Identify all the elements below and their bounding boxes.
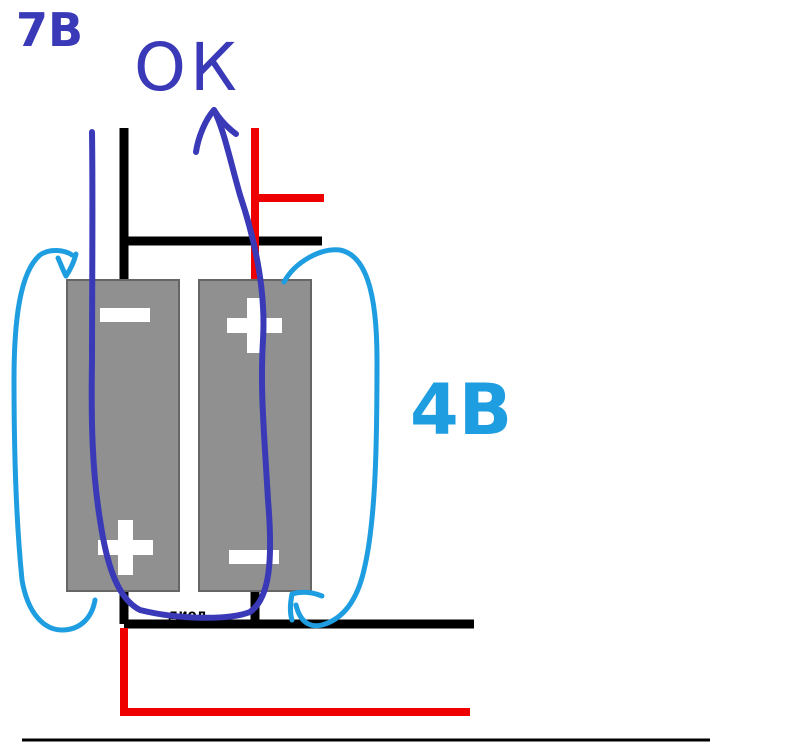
light-blue-ink	[11, 247, 380, 633]
right-voltage-label: 4В	[410, 369, 512, 451]
left-loop-arrow	[55, 251, 79, 279]
battery-right	[198, 279, 312, 592]
dark-blue-ink	[88, 107, 274, 621]
battery-left-plus-v	[118, 520, 133, 575]
battery-left	[66, 279, 180, 592]
battery-right-minus-sign	[229, 550, 279, 564]
right-loop	[281, 247, 380, 629]
top-result-label: ОК	[134, 29, 241, 106]
battery-left-minus-sign	[100, 308, 150, 322]
right-loop-arrow	[288, 589, 325, 623]
left-voltage-label: 7В	[16, 3, 83, 57]
left-loop	[11, 248, 98, 633]
red-bottom-wire	[120, 628, 470, 716]
dark-blue-current-path	[88, 107, 274, 621]
battery-right-plus-v	[247, 298, 262, 353]
dark-blue-arrow-head	[193, 107, 239, 155]
